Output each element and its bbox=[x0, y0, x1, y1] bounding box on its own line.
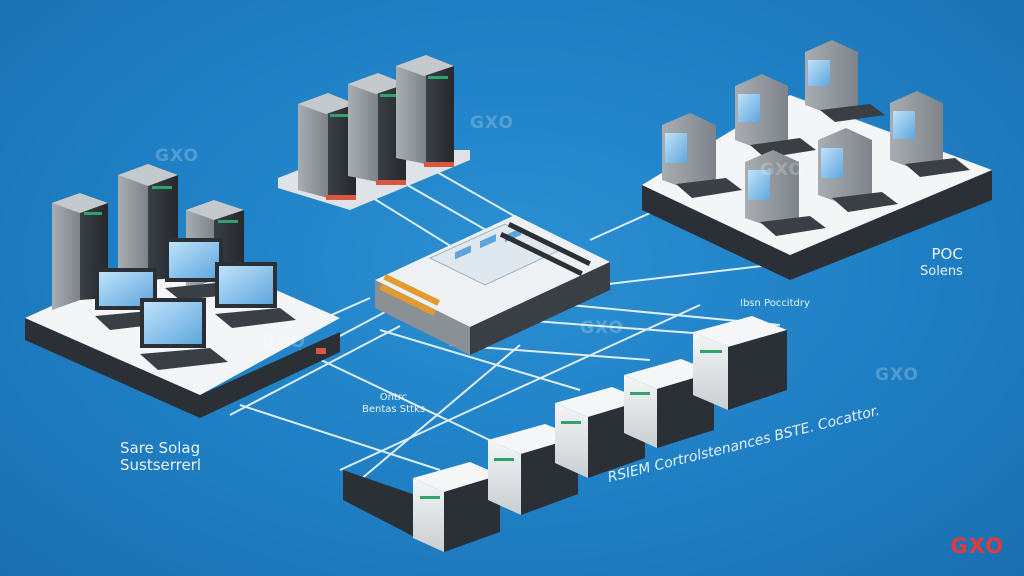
watermark-2: GXO bbox=[470, 113, 514, 133]
link-down-3 bbox=[379, 329, 581, 391]
watermark-5: GXO bbox=[580, 318, 624, 338]
left-cluster-label-line2: Sustserrerl bbox=[120, 456, 202, 474]
central-switch bbox=[375, 215, 610, 355]
link-left-2 bbox=[229, 325, 401, 416]
left-platform-side bbox=[25, 318, 340, 418]
storage-row bbox=[343, 316, 787, 552]
watermark-1: GXO bbox=[155, 146, 199, 166]
right-platform-top bbox=[642, 95, 992, 255]
center-label-line1: Ontrc bbox=[379, 392, 408, 403]
watermark-4: GXO bbox=[262, 332, 306, 352]
right-terminal-6 bbox=[745, 150, 826, 236]
left-port-red bbox=[316, 348, 326, 354]
rack-label: Ibsn Poccitdry bbox=[740, 298, 810, 309]
link-top-servers-2 bbox=[394, 177, 501, 239]
link-right-2 bbox=[599, 264, 771, 286]
link-down-1 bbox=[239, 404, 441, 471]
switch-black-rails bbox=[499, 222, 591, 276]
link-top-servers-3 bbox=[429, 167, 531, 226]
watermark-6: GXO bbox=[875, 365, 919, 385]
center-label: Ontrc Bentas Sttks bbox=[362, 392, 425, 416]
right-terminal-5 bbox=[818, 128, 898, 212]
right-cluster bbox=[642, 40, 992, 280]
brand-logo: GXO bbox=[950, 534, 1004, 558]
center-label-line2: Bentas Sttks bbox=[362, 404, 425, 415]
storage-unit-1 bbox=[413, 462, 500, 552]
link-top-servers-1 bbox=[359, 189, 466, 256]
link-down-2 bbox=[299, 349, 501, 446]
top-server-cluster bbox=[278, 55, 470, 210]
right-cluster-label-line2: Solens bbox=[920, 264, 963, 279]
switch-chip-2 bbox=[480, 234, 496, 249]
switch-side bbox=[470, 262, 610, 355]
right-terminal-3 bbox=[890, 91, 970, 177]
storage-base-rail bbox=[343, 470, 430, 545]
left-cluster bbox=[25, 164, 340, 418]
link-bottom-long bbox=[339, 304, 701, 471]
right-platform-side bbox=[642, 170, 992, 280]
right-terminal-1 bbox=[805, 40, 885, 122]
top-server-3 bbox=[396, 55, 454, 167]
switch-fan-rows bbox=[379, 273, 440, 316]
right-terminal-4 bbox=[662, 113, 742, 198]
right-cluster-label-line1: POC bbox=[931, 245, 963, 263]
left-workstation-3 bbox=[215, 262, 296, 328]
storage-unit-5 bbox=[693, 316, 787, 410]
link-bottom-long-2 bbox=[359, 344, 521, 481]
left-cluster-label: Sare Solag Sustserrerl bbox=[120, 440, 201, 474]
top-server-1 bbox=[298, 93, 356, 200]
watermark-3: GXO bbox=[760, 160, 804, 180]
left-workstation-4 bbox=[140, 298, 228, 370]
link-down-5 bbox=[519, 319, 721, 336]
left-cluster-label-line1: Sare Solag bbox=[120, 439, 201, 457]
switch-chip-1 bbox=[455, 245, 471, 260]
right-cluster-label: POC Solens bbox=[920, 246, 963, 280]
